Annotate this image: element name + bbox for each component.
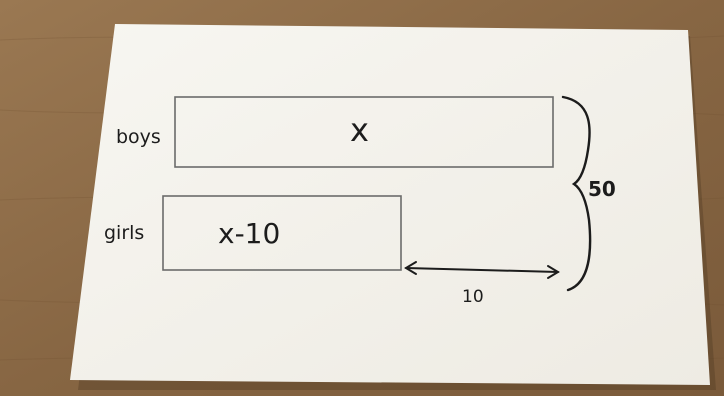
girls-bar [162, 195, 402, 271]
difference-arrow [404, 261, 560, 279]
total-label: 50 [588, 177, 616, 201]
boys-bar-text: x [350, 111, 369, 149]
girls-label: girls [104, 222, 144, 244]
total-brace [561, 95, 592, 292]
paper-sheet [70, 24, 710, 385]
boys-label: boys [116, 126, 161, 148]
boys-bar [174, 96, 554, 168]
difference-label: 10 [462, 287, 484, 307]
girls-bar-text: x-10 [218, 217, 280, 250]
